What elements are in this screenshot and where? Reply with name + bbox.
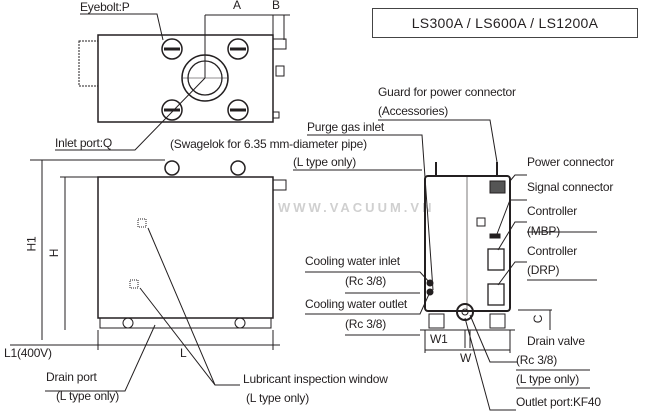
controller-mbp-note: (MBP) [527, 224, 560, 238]
guard-power-note: (Accessories) [378, 104, 449, 118]
dim-l1-label: L1(400V) [4, 346, 52, 360]
dim-b-label: B [272, 0, 280, 12]
cooling-outlet-spec: (Rc 3/8) [345, 317, 387, 331]
dim-w-label: W [460, 351, 472, 365]
lubricant-window-note: (L type only) [246, 391, 309, 405]
cooling-inlet-label: Cooling water inlet [305, 254, 400, 268]
inlet-flange [181, 15, 229, 102]
purge-gas-note: (L type only) [293, 155, 356, 169]
drain-valve-spec: (Rc 3/8) [516, 353, 558, 367]
model-title: LS300A / LS600A / LS1200A [372, 8, 638, 38]
purge-gas-label: Purge gas inlet [307, 120, 385, 134]
drain-valve-label: Drain valve [527, 334, 585, 348]
outlet-port-label: Outlet port:KF40 [516, 395, 601, 409]
controller-drp-label: Controller [527, 244, 578, 258]
cooling-inlet-spec: (Rc 3/8) [345, 274, 387, 288]
purge-gas-spec: (Swagelok for 6.35 mm-diameter pipe) [170, 137, 367, 151]
eyebolt-leader [80, 13, 164, 41]
cooling-outlet-label: Cooling water outlet [305, 297, 408, 311]
front-view [293, 119, 597, 411]
guard-power-label: Guard for power connector [378, 85, 516, 99]
eyebolt-label: Eyebolt:P [80, 0, 130, 14]
dim-w1-label: W1 [430, 332, 448, 346]
dim-h-label: H [47, 248, 62, 258]
drain-port-note: (L type only) [56, 389, 119, 403]
top-view [55, 13, 290, 151]
dim-c-label: C [531, 314, 546, 324]
drain-valve-note: (L type only) [516, 372, 579, 386]
watermark: WWW.VACUUM.VN [278, 200, 435, 215]
eyebolts-top [161, 38, 249, 121]
lubricant-leader-1 [147, 227, 240, 386]
dim-h1-label: H1 [24, 236, 39, 252]
inlet-leader [55, 77, 206, 151]
controller-drp-note: (DRP) [527, 263, 560, 277]
signal-connector-label: Signal connector [527, 180, 614, 194]
side-view [10, 159, 287, 392]
dim-a-label: A [233, 0, 241, 12]
drain-port-label: Drain port [46, 370, 97, 384]
power-connector-label: Power connector [527, 155, 615, 169]
dim-l-label: L [180, 346, 187, 360]
lubricant-window-label: Lubricant inspection window [243, 372, 388, 386]
controller-mbp-label: Controller [527, 204, 578, 218]
drain-port-leader [45, 324, 156, 392]
inlet-port-label: Inlet port:Q [55, 136, 112, 150]
